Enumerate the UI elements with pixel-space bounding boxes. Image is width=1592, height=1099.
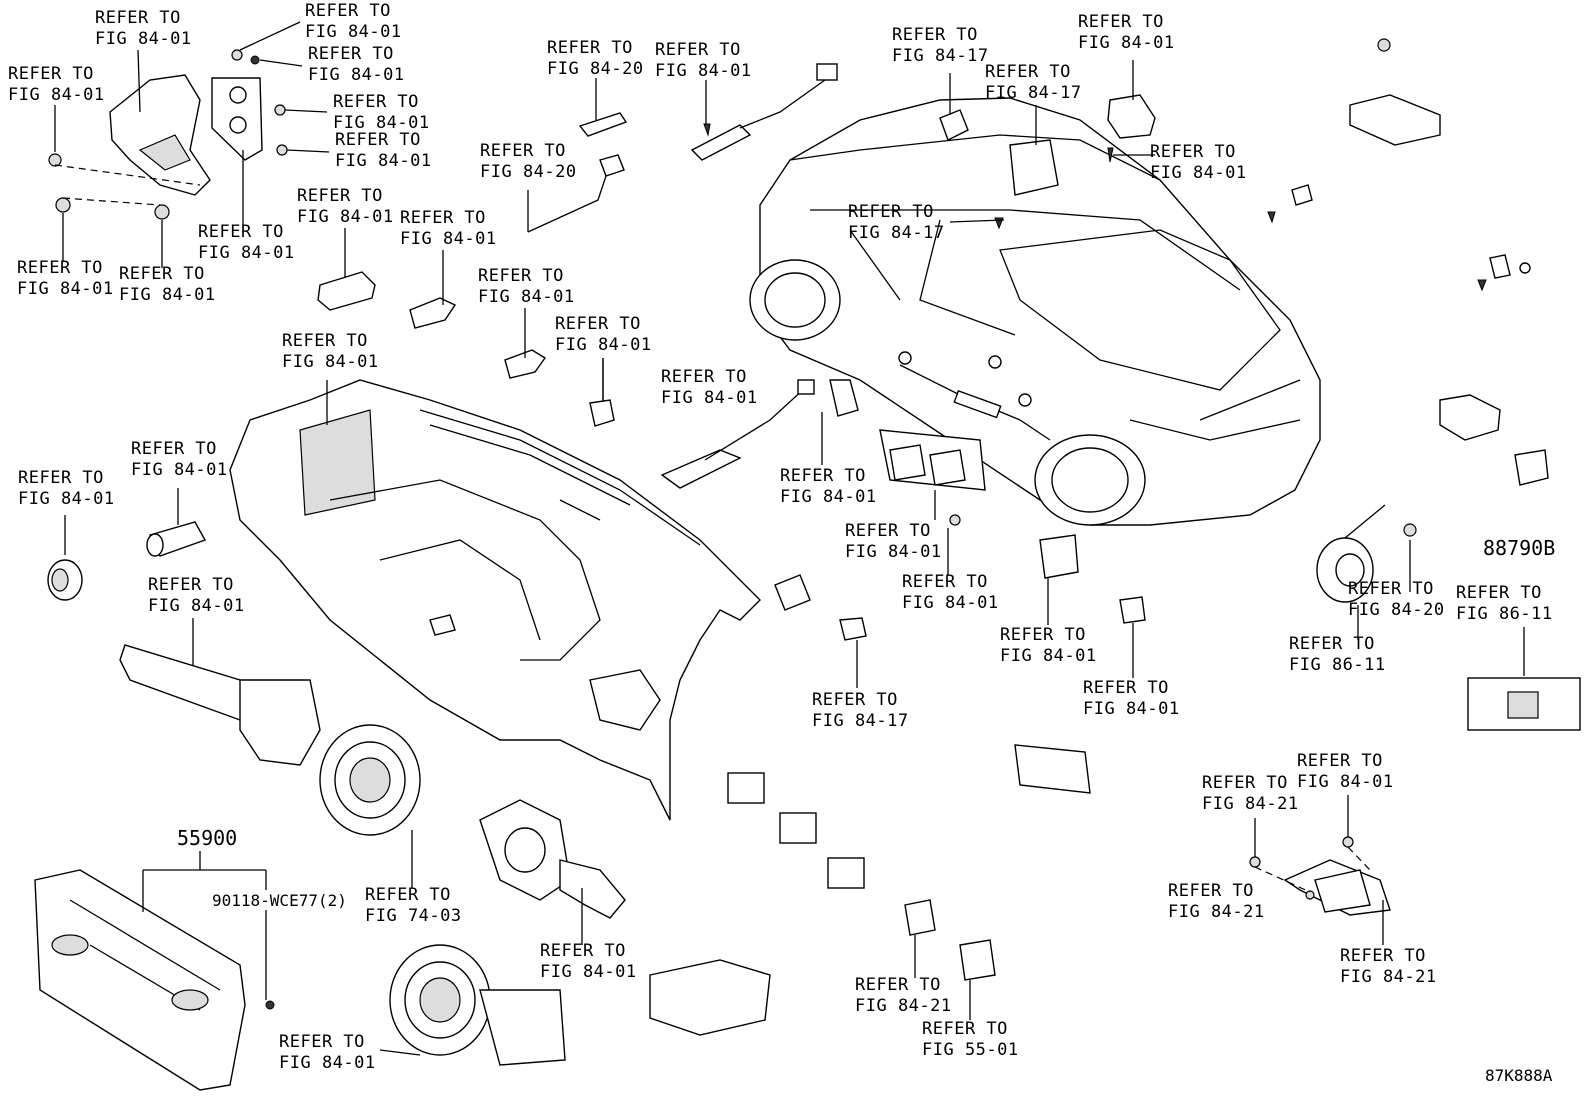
sensor-parts <box>527 63 838 233</box>
lower-switches <box>649 772 996 1036</box>
car-components <box>939 94 1156 230</box>
part-number-sensor: 88790B <box>1483 536 1556 560</box>
switch-parts <box>317 271 615 427</box>
left-parts <box>47 521 321 766</box>
combination-switch <box>479 799 626 919</box>
part-number-screw: 90118-WCE77(2) <box>212 891 347 910</box>
middle-switches <box>660 379 1146 794</box>
diagram-id: 87K888A <box>1485 1066 1553 1085</box>
bracket-assembly <box>48 49 288 220</box>
spiral-cable <box>319 724 566 1066</box>
car-outline <box>749 97 1321 526</box>
right-parts <box>1267 38 1581 731</box>
dashboard-frame <box>229 379 761 821</box>
bottom-right-bracket <box>1249 836 1391 916</box>
climate-control-panel <box>34 869 275 1091</box>
part-number-climate-control: 55900 <box>177 826 238 850</box>
